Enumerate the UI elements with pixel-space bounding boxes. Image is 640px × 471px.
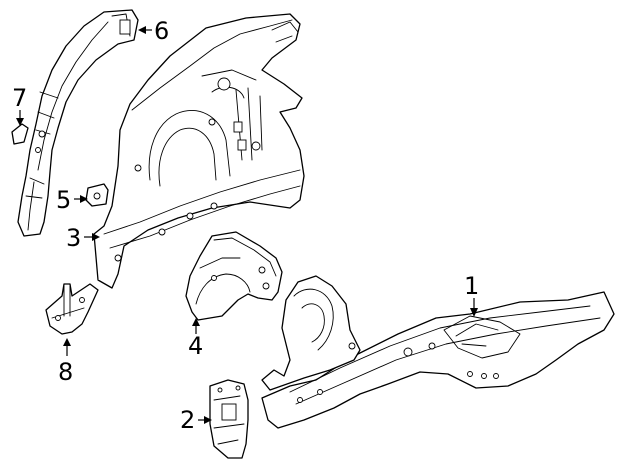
- callout-5-arrowhead: [80, 195, 88, 203]
- callout-3-label: 3: [66, 224, 81, 252]
- callout-6-label: 6: [154, 17, 169, 45]
- callout-2: 2: [180, 406, 212, 434]
- callout-4-arrowhead: [192, 318, 200, 326]
- callout-5-label: 5: [56, 186, 71, 214]
- callout-1: 1: [464, 272, 479, 317]
- callout-2-label: 2: [180, 406, 195, 434]
- callout-8-arrowhead: [63, 338, 71, 346]
- callout-6: 6: [138, 17, 169, 45]
- part-6-7-pillar-reinforcement: [17, 9, 139, 237]
- callout-5: 5: [56, 186, 88, 214]
- callout-4-label: 4: [188, 332, 203, 360]
- callout-7-arrowhead: [16, 118, 24, 126]
- part-8-bracket: [45, 283, 99, 335]
- callout-1-label: 1: [464, 272, 479, 300]
- callout-2-arrowhead: [204, 416, 212, 424]
- callout-3-arrowhead: [92, 233, 100, 241]
- callout-7-label: 7: [12, 84, 27, 112]
- callout-3: 3: [66, 224, 100, 252]
- part-4-wheelhouse-section: [185, 231, 283, 321]
- callout-7: 7: [12, 84, 27, 126]
- part-5-clip: [85, 183, 109, 207]
- part-2-plate: [209, 379, 249, 459]
- callout-1-arrowhead: [470, 308, 478, 317]
- callout-4: 4: [188, 318, 203, 360]
- callout-8: 8: [58, 338, 73, 386]
- part-1-frame-rail: [261, 275, 615, 429]
- callout-8-label: 8: [58, 358, 73, 386]
- part-3-apron-panel: [93, 13, 305, 289]
- callout-6-arrowhead: [138, 26, 146, 34]
- part-7-tab: [11, 123, 29, 145]
